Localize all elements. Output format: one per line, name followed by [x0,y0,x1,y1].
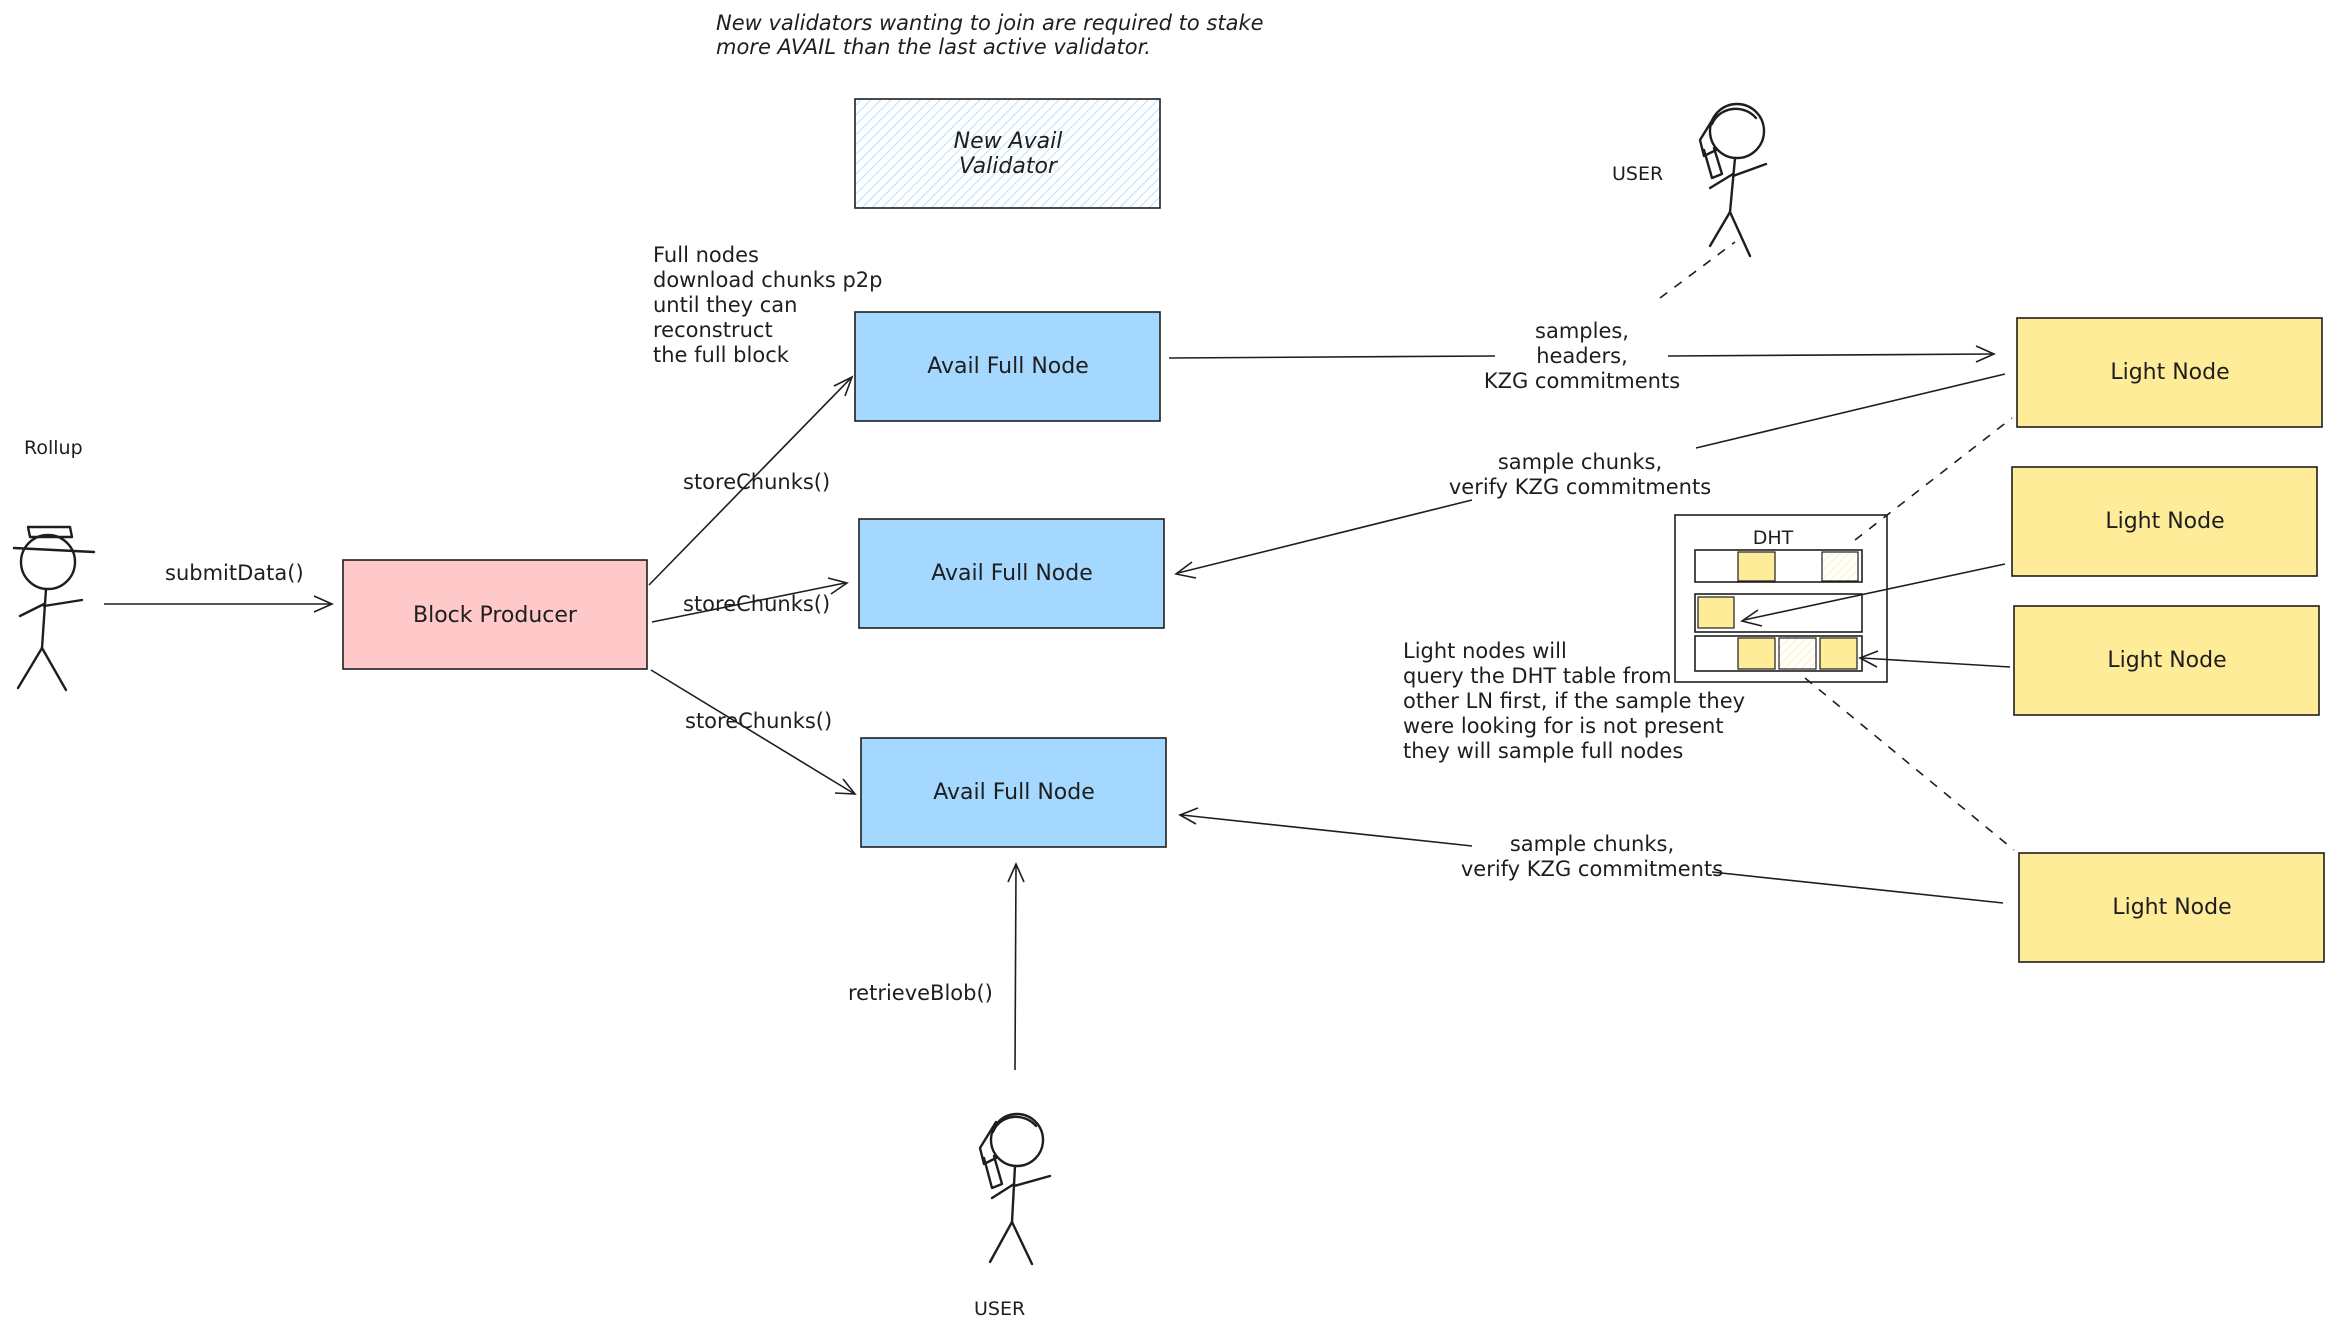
edge-sample-chunks-1[interactable]: sample chunks, verify KZG commitments [1174,373,2006,579]
full-nodes-note-line-3: until they can [653,293,798,317]
full-node-3[interactable]: Avail Full Node [860,737,1167,848]
dht-row-1 [1694,549,1863,583]
store-chunks-3-label: storeChunks() [685,709,832,733]
light-nodes-note-line-3: other LN first, if the sample they [1403,689,1745,713]
sample-chunks-1-label-2: verify KZG commitments [1449,475,1711,499]
light-node-3[interactable]: Light Node [2013,605,2320,716]
retrieve-blob-label: retrieveBlob() [848,981,993,1005]
submit-data-label: submitData() [165,561,304,585]
store-chunks-1-label: storeChunks() [683,470,830,494]
light-node-2-label: Light Node [2105,509,2224,534]
edge-samples[interactable]: samples, headers, KZG commitments [1168,319,1996,393]
full-node-1-label: Avail Full Node [927,354,1089,379]
sample-chunks-1-label-1: sample chunks, [1498,450,1662,474]
validator-note: New validators wanting to join are requi… [716,11,1264,59]
full-nodes-note-line-1: Full nodes [653,243,759,267]
sample-chunks-2-label-1: sample chunks, [1510,832,1674,856]
dht-label: DHT [1753,527,1794,549]
full-nodes-note: Full nodes download chunks p2p until the… [653,243,883,367]
light-node-1-label: Light Node [2110,360,2229,385]
rollup-actor[interactable]: Rollup [12,437,96,692]
edge-retrieve-blob[interactable]: retrieveBlob() [848,862,1025,1071]
validator-note-line-1: New validators wanting to join are requi… [716,11,1264,35]
full-node-2-label: Avail Full Node [931,561,1093,586]
edge-submit-data[interactable]: submitData() [104,561,334,613]
store-chunks-2-label: storeChunks() [683,592,830,616]
samples-label-3: KZG commitments [1484,369,1680,393]
edge-sample-chunks-2[interactable]: sample chunks, verify KZG commitments [1178,807,2004,904]
new-validator-node[interactable]: New Avail Validator [854,98,1161,209]
user-top-figure-icon [1698,102,1768,258]
full-nodes-note-line-5: the full block [653,343,790,367]
block-producer-label: Block Producer [413,603,578,628]
dht-row-2 [1694,593,1863,633]
new-validator-label-1: New Avail [954,129,1063,154]
light-nodes-note-line-4: were looking for is not present [1403,714,1724,738]
light-node-2[interactable]: Light Node [2011,466,2318,577]
full-node-3-label: Avail Full Node [933,780,1095,805]
sample-chunks-2-label-2: verify KZG commitments [1461,857,1723,881]
light-nodes-note: Light nodes will query the DHT table fro… [1403,639,1745,763]
validator-note-line-2: more AVAIL than the last active validato… [716,35,1151,59]
edge-dht-query-2[interactable] [1858,650,2011,668]
full-nodes-note-line-2: download chunks p2p [653,268,883,292]
user-top-actor[interactable]: USER [1612,102,1768,258]
light-node-4-label: Light Node [2112,895,2231,920]
light-node-1[interactable]: Light Node [2016,317,2323,428]
samples-label-2: headers, [1536,344,1628,368]
dht-table[interactable]: DHT [1674,514,1888,683]
user-top-label: USER [1612,163,1663,185]
rollup-label: Rollup [24,437,83,459]
edge-store-chunks-1[interactable]: storeChunks() [648,375,854,586]
full-node-2[interactable]: Avail Full Node [858,518,1165,629]
light-node-4[interactable]: Light Node [2018,852,2325,963]
dht-row-3 [1694,635,1863,672]
user-bottom-label: USER [974,1298,1025,1320]
edge-store-chunks-2[interactable]: storeChunks() [651,577,849,623]
light-node-3-label: Light Node [2107,648,2226,673]
full-node-1[interactable]: Avail Full Node [854,311,1161,422]
user-bottom-figure-icon [978,1112,1052,1266]
light-nodes-note-line-5: they will sample full nodes [1403,739,1683,763]
edge-dht-query-1[interactable] [1740,563,2006,627]
rollup-figure-icon [12,525,96,692]
samples-label-1: samples, [1535,319,1629,343]
edge-store-chunks-3[interactable]: storeChunks() [650,669,857,795]
user-bottom-actor[interactable]: USER [974,1112,1052,1320]
light-nodes-note-line-1: Light nodes will [1403,639,1567,663]
new-validator-label-2: Validator [959,154,1059,179]
full-nodes-note-line-4: reconstruct [653,318,773,342]
light-nodes-note-line-2: query the DHT table from [1403,664,1672,688]
dashed-connectors [1659,241,2015,851]
block-producer-node[interactable]: Block Producer [342,559,648,670]
